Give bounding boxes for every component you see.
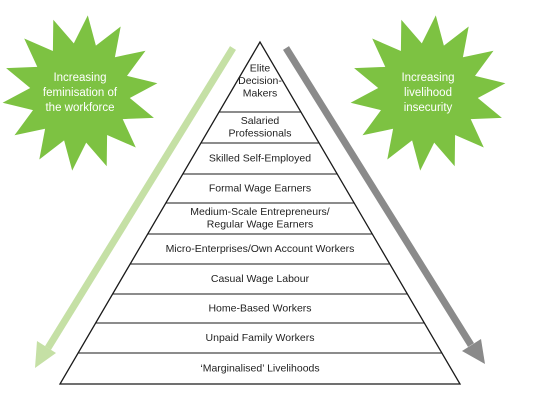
left-starburst: Increasing feminisation of the workforce	[2, 15, 158, 171]
pyramid-levels: EliteDecision-MakersSalariedProfessional…	[166, 62, 355, 374]
pyramid-level-label: Medium-Scale Entrepreneurs/	[190, 206, 330, 218]
left-starburst-label: Increasing feminisation of the workforce	[43, 72, 118, 114]
right-starburst-shape	[350, 15, 506, 171]
right-arrow	[283, 46, 485, 364]
pyramid-level-label: Unpaid Family Workers	[206, 332, 315, 344]
starburst-label-line: feminisation of	[43, 87, 118, 99]
pyramid-level-label: Regular Wage Earners	[207, 219, 313, 231]
left-arrow	[35, 46, 236, 368]
pyramid-level-label: Professionals	[228, 128, 291, 140]
pyramid-level: Unpaid Family Workers	[206, 332, 315, 344]
pyramid-level-label: ‘Marginalised’ Livelihoods	[200, 362, 319, 374]
right-starburst: Increasing livelihood insecurity	[350, 15, 506, 171]
starburst-label-line: the workforce	[45, 102, 114, 114]
pyramid-level: ‘Marginalised’ Livelihoods	[200, 362, 319, 374]
pyramid-level-label: Casual Wage Labour	[211, 273, 310, 285]
starburst-label-line: livelihood	[404, 87, 452, 99]
starburst-label-line: Increasing	[401, 72, 454, 84]
pyramid-level-label: Elite	[250, 62, 271, 74]
pyramid-level-label: Decision-	[238, 75, 282, 87]
pyramid-level: Medium-Scale Entrepreneurs/Regular Wage …	[190, 206, 330, 231]
pyramid-level: Casual Wage Labour	[211, 273, 310, 285]
pyramid-level-label: Skilled Self-Employed	[209, 152, 311, 164]
pyramid-level-label: Micro-Enterprises/Own Account Workers	[166, 243, 355, 255]
starburst-label-line: Increasing	[53, 72, 106, 84]
right-arrow-shaft	[283, 46, 474, 347]
starburst-label-line: insecurity	[404, 102, 453, 114]
pyramid-level-label: Salaried	[241, 115, 280, 127]
pyramid-level: Skilled Self-Employed	[209, 152, 311, 164]
left-arrow-head	[35, 341, 56, 368]
level-dividers	[78, 111, 442, 354]
pyramid-level: Home-Based Workers	[208, 302, 311, 314]
pyramid-level: Micro-Enterprises/Own Account Workers	[166, 243, 355, 255]
pyramid-level: Formal Wage Earners	[209, 182, 311, 194]
left-starburst-shape	[2, 15, 158, 171]
pyramid-level-label: Formal Wage Earners	[209, 182, 311, 194]
right-starburst-label: Increasing livelihood insecurity	[401, 72, 454, 114]
pyramid: EliteDecision-MakersSalariedProfessional…	[58, 40, 462, 385]
pyramid-level-label: Home-Based Workers	[208, 302, 311, 314]
right-arrow-head	[462, 339, 485, 364]
pyramid-outline	[58, 40, 462, 385]
left-arrow-shaft	[45, 46, 236, 350]
pyramid-level-label: Makers	[243, 87, 277, 99]
